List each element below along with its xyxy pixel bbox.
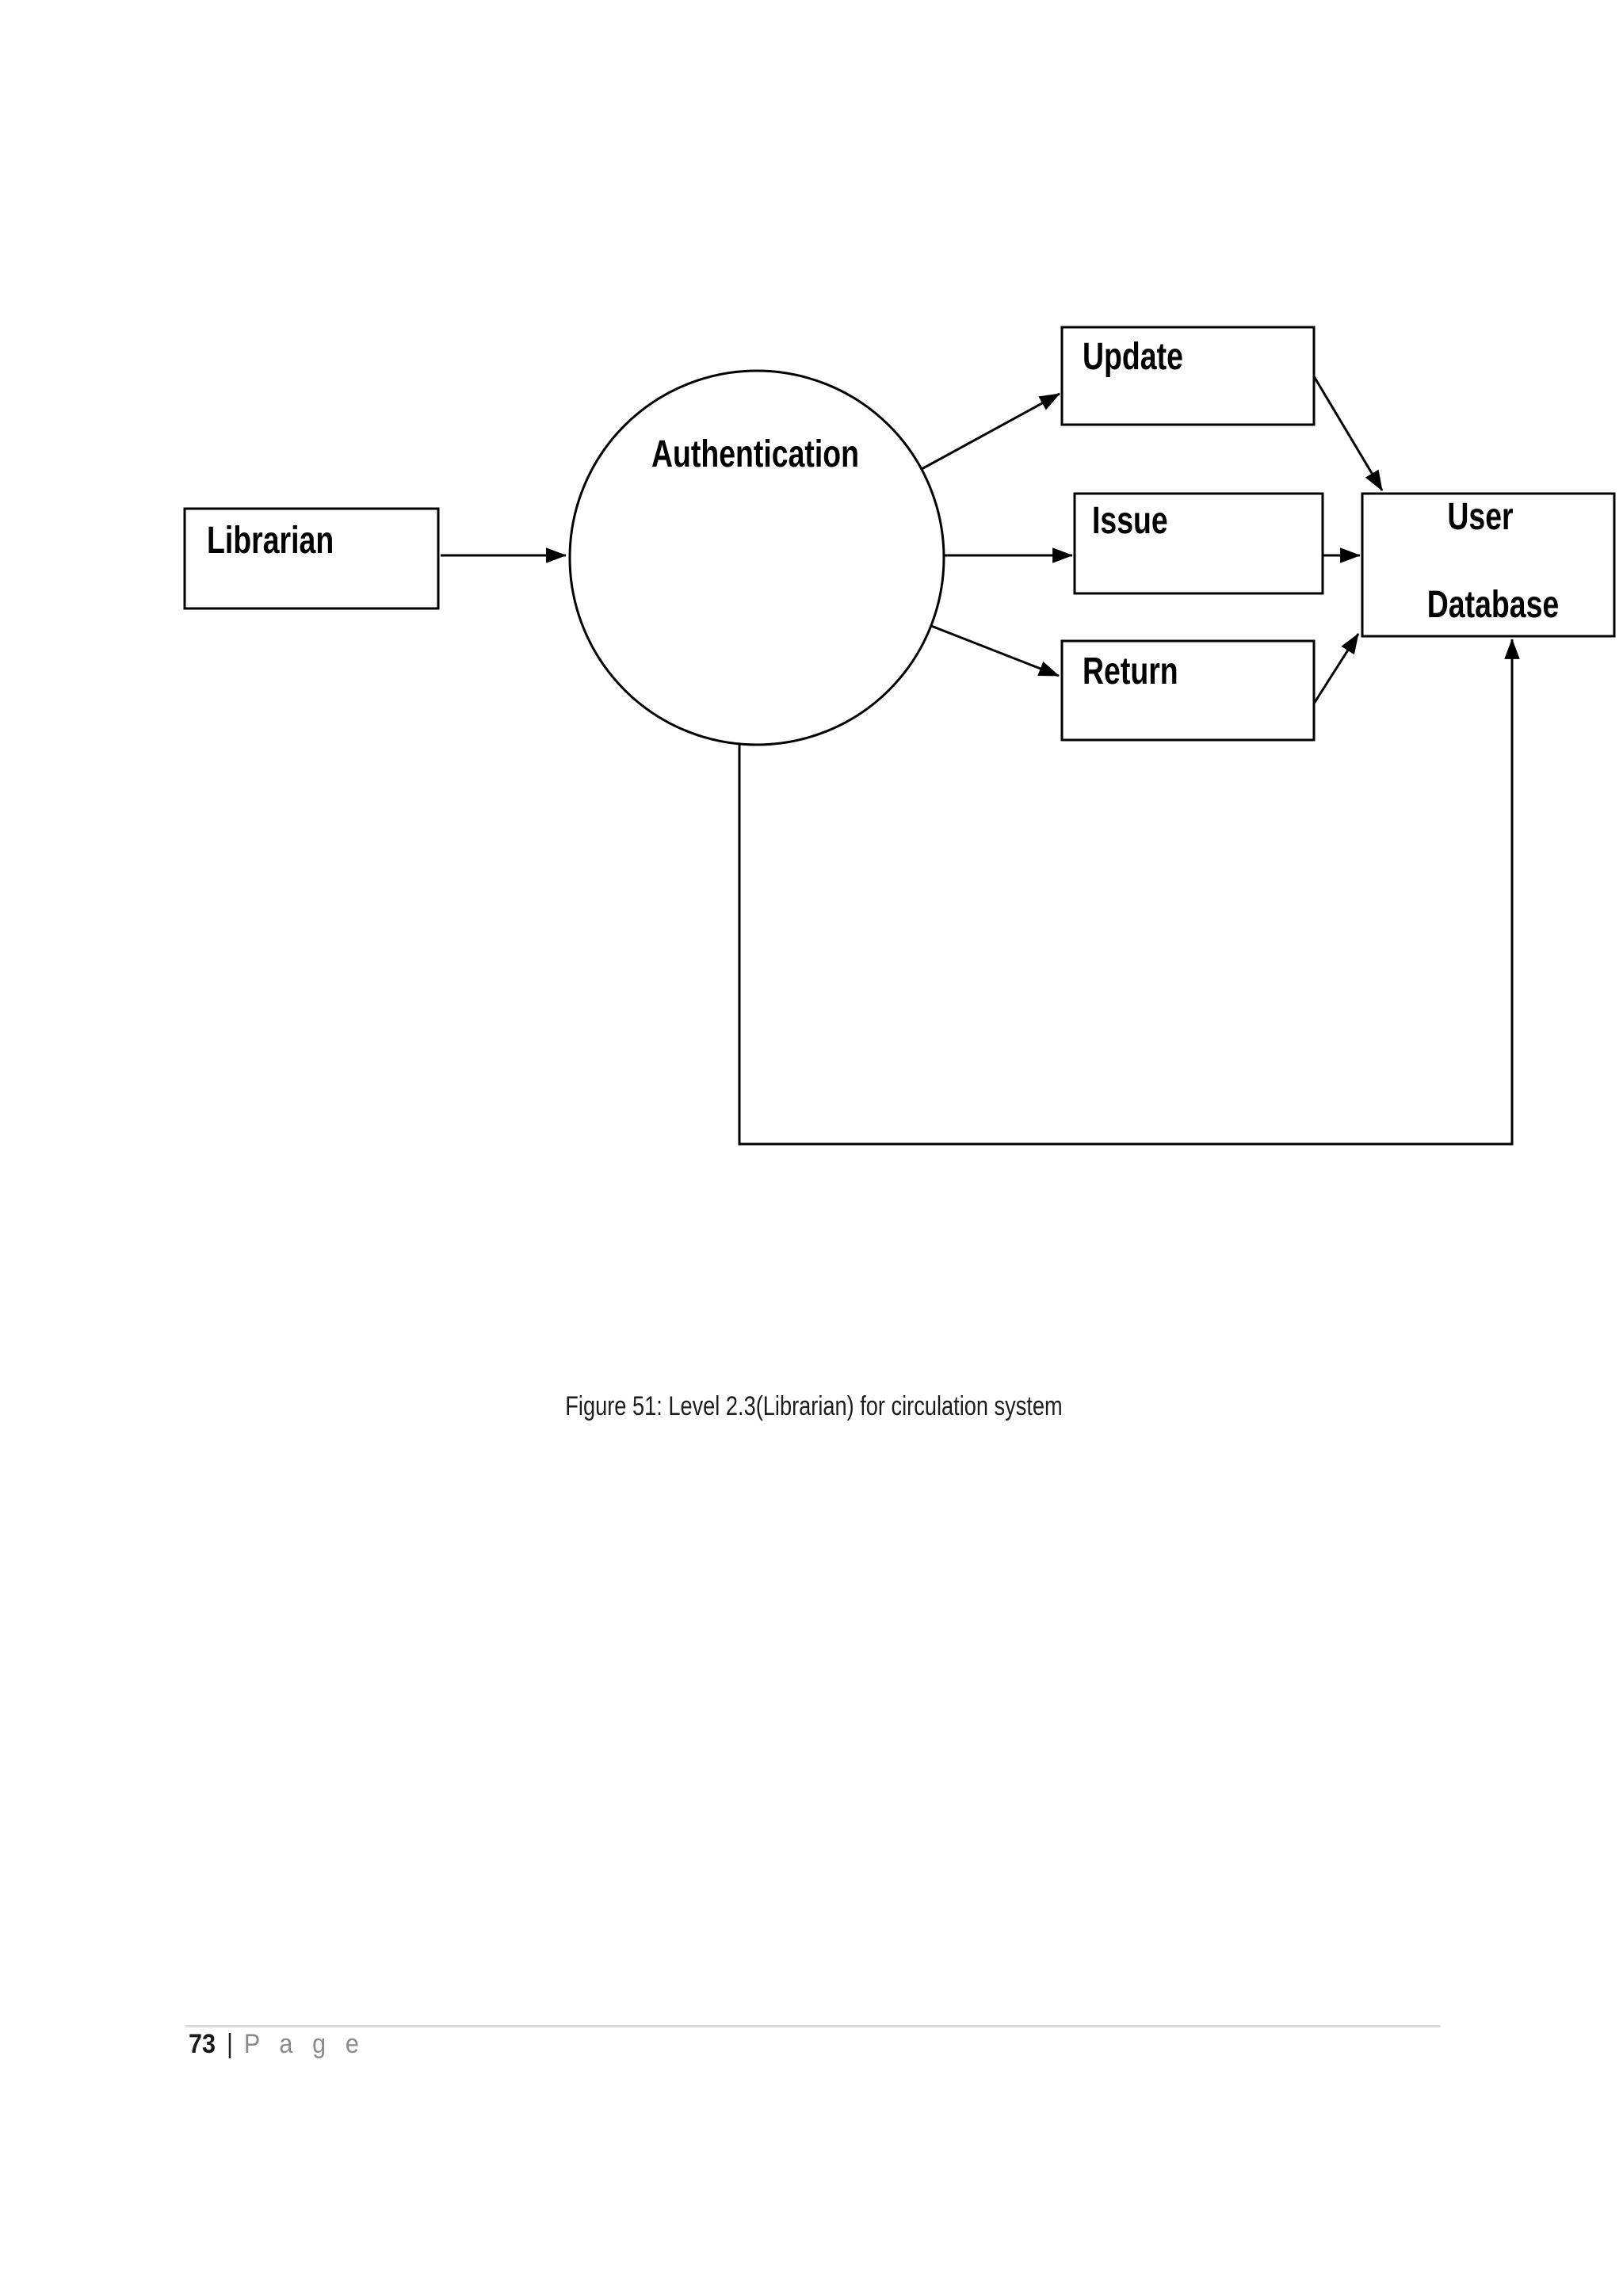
user-database-label-line1: User: [1447, 496, 1514, 538]
user-database-store-box: [1361, 492, 1616, 638]
footer-page-number: 73: [189, 2029, 216, 2059]
flow-authentication-to-update: [921, 392, 1060, 471]
authentication-label: Authentication: [651, 433, 860, 475]
issue-process-box: [1073, 492, 1324, 595]
flow-update-to-user-database: [1312, 376, 1384, 491]
return-process-box: [1060, 639, 1316, 742]
flow-authentication-to-return: [930, 624, 1060, 677]
update-process-box: [1060, 326, 1316, 426]
authentication-process-circle: [568, 369, 945, 746]
figure-caption: Figure 51: Level 2.3(Librarian) for circ…: [565, 1391, 1063, 1421]
issue-label: Issue: [1092, 500, 1168, 542]
page-footer: 73 | P a g e: [189, 2029, 365, 2059]
librarian-label: Librarian: [207, 520, 334, 562]
footer-separator: |: [226, 2029, 233, 2059]
librarian-entity-box: [183, 507, 440, 610]
user-database-label-line2: Database: [1426, 584, 1560, 626]
footer-page-word: P a g e: [243, 2029, 365, 2059]
flow-authentication-feedback-to-user-database: [738, 638, 1520, 1146]
update-label: Update: [1083, 336, 1183, 378]
footer-divider: [185, 2025, 1441, 2027]
flow-return-to-user-database: [1312, 633, 1360, 704]
return-label: Return: [1083, 650, 1178, 692]
